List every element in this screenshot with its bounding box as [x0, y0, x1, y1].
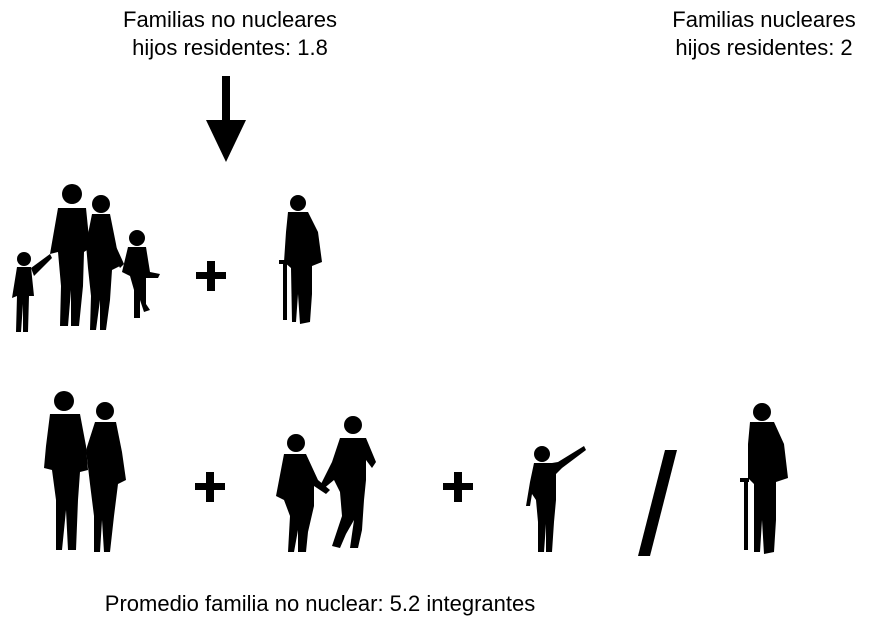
slash-operator-icon — [638, 450, 677, 556]
elderly-man-cane-icon — [740, 403, 788, 554]
plus-operator-icon — [443, 472, 473, 502]
non-nuclear-label: Familias no nucleares hijos residentes: … — [70, 6, 390, 62]
plus-operator-icon — [196, 261, 226, 291]
elderly-man-cane-icon — [279, 195, 322, 324]
average-members-caption: Promedio familia no nuclear: 5.2 integra… — [104, 591, 536, 616]
plus-operator-icon — [195, 472, 225, 502]
nuclear-subtitle: hijos residentes: 2 — [675, 35, 853, 60]
non-nuclear-subtitle: hijos residentes: 1.8 — [132, 35, 328, 60]
nuclear-title: Familias nucleares — [672, 7, 856, 32]
child-pointing-icon — [526, 446, 586, 552]
family-of-four-icon — [12, 184, 160, 332]
couple-walking-icon — [276, 416, 376, 552]
couple-icon — [44, 391, 126, 552]
nuclear-label: Familias nucleares hijos residentes: 2 — [640, 6, 888, 62]
non-nuclear-title: Familias no nucleares — [123, 7, 337, 32]
down-arrow-icon — [206, 76, 246, 162]
